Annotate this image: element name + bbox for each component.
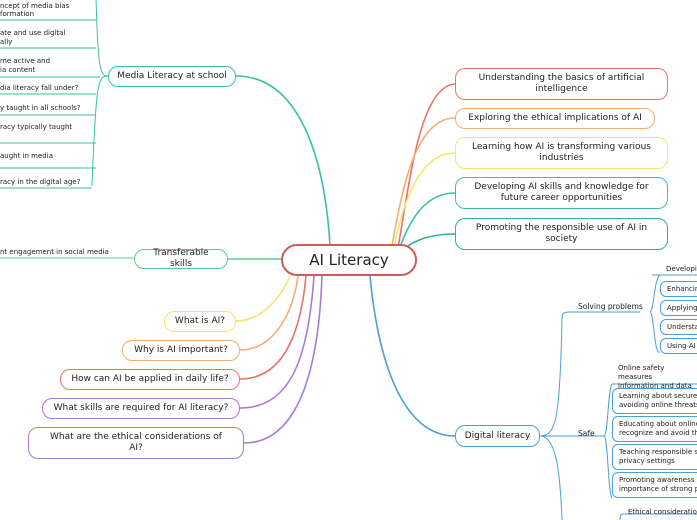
topic-transforming-industries[interactable]: Learning how AI is transforming various … bbox=[455, 137, 668, 169]
media-child[interactable]: me active and bbox=[0, 57, 51, 65]
topic-media-literacy-school[interactable]: Media Literacy at school bbox=[108, 66, 236, 87]
subtopic-solving-problems[interactable]: Solving problems bbox=[578, 302, 643, 311]
question-why-important[interactable]: Why is AI important? bbox=[122, 340, 240, 361]
media-child[interactable]: ncept of media bias bbox=[0, 2, 70, 10]
media-child[interactable]: racy typically taught bbox=[0, 123, 73, 131]
media-child[interactable]: ate and use digital bbox=[0, 29, 66, 37]
safe-item-line: avoiding online threats bbox=[619, 401, 697, 409]
safe-item[interactable]: Learning about secure avoiding online th… bbox=[612, 388, 697, 414]
media-child[interactable]: ally bbox=[0, 38, 13, 46]
safe-item[interactable]: Promoting awareness o importance of stro… bbox=[612, 472, 697, 498]
safe-item-line: importance of strong p bbox=[619, 485, 697, 493]
media-child[interactable]: dia literacy fall under? bbox=[0, 84, 79, 92]
safe-item[interactable]: Teaching responsible s privacy settings bbox=[612, 444, 697, 470]
topic-ethical-implications[interactable]: Exploring the ethical implications of AI bbox=[455, 108, 655, 129]
topic-understanding-basics[interactable]: Understanding the basics of artificial i… bbox=[455, 68, 668, 100]
safe-item-line: Learning about secure bbox=[619, 392, 697, 400]
safe-item[interactable]: Online safety measures information and d… bbox=[618, 364, 697, 391]
safe-item-line: Promoting awareness o bbox=[619, 476, 697, 484]
media-child[interactable]: y taught in all schools? bbox=[0, 104, 81, 112]
question-skills-required[interactable]: What skills are required for AI literacy… bbox=[42, 398, 240, 419]
solving-item[interactable]: Developin bbox=[666, 265, 697, 273]
safe-item-line: Online safety measures bbox=[618, 364, 665, 381]
safe-item-line: information and data bbox=[618, 382, 692, 390]
safe-item-line: Educating about online bbox=[619, 420, 697, 428]
solving-item[interactable]: Understa bbox=[660, 319, 697, 335]
media-child[interactable]: ia content bbox=[0, 66, 36, 74]
solving-item[interactable]: Applying bbox=[660, 300, 697, 316]
question-daily-life[interactable]: How can AI be applied in daily life? bbox=[60, 369, 240, 390]
solving-item-label: Using AI bbox=[667, 341, 696, 350]
safe-item-line: privacy settings bbox=[619, 457, 675, 465]
ethical-consideration-item[interactable]: Ethical consideration bbox=[628, 508, 697, 516]
media-child[interactable]: racy in the digital age? bbox=[0, 178, 81, 186]
topic-transferable-skills[interactable]: Transferable skills bbox=[134, 248, 228, 269]
transferable-child[interactable]: nt engagement in social media bbox=[0, 248, 109, 256]
question-ethical-considerations[interactable]: What are the ethical considerations of A… bbox=[28, 427, 244, 459]
solving-item-label: Applying bbox=[667, 303, 697, 312]
solving-item-label: Understa bbox=[667, 322, 697, 331]
safe-item-line: Teaching responsible s bbox=[619, 448, 697, 456]
media-child[interactable]: aught in media bbox=[0, 152, 53, 160]
media-child[interactable]: formation bbox=[0, 10, 35, 18]
subtopic-safe[interactable]: Safe bbox=[578, 429, 595, 438]
topic-developing-skills[interactable]: Developing AI skills and knowledge for f… bbox=[455, 177, 668, 209]
topic-responsible-use[interactable]: Promoting the responsible use of AI in s… bbox=[455, 218, 668, 250]
central-topic[interactable]: AI Literacy bbox=[281, 244, 417, 276]
safe-item-line: recognize and avoid th bbox=[619, 429, 697, 437]
solving-item[interactable]: Using AI bbox=[660, 338, 697, 354]
question-what-is-ai[interactable]: What is AI? bbox=[164, 311, 236, 332]
safe-item[interactable]: Educating about online recognize and avo… bbox=[612, 416, 697, 442]
solving-item[interactable]: Enhancing bbox=[660, 281, 697, 297]
solving-item-label: Enhancing bbox=[667, 284, 697, 293]
topic-digital-literacy[interactable]: Digital literacy bbox=[455, 425, 540, 447]
